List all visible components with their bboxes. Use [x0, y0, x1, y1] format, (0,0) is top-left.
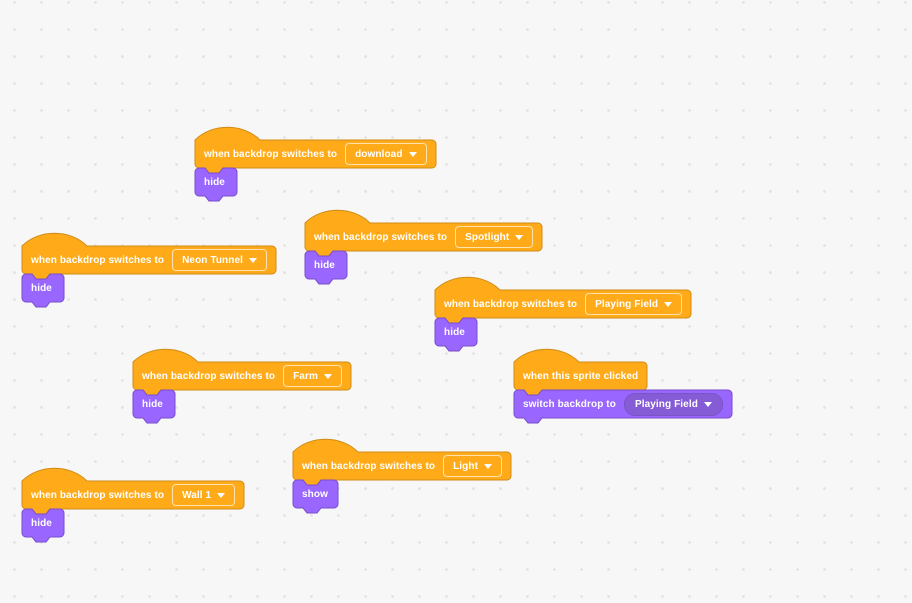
- backdrop-dropdown[interactable]: Wall 1: [172, 484, 236, 506]
- backdrop-dropdown[interactable]: Spotlight: [455, 226, 534, 248]
- when-backdrop-switches-hat-block[interactable]: when backdrop switches to Neon Tunnel: [21, 232, 277, 280]
- hat-label: when this sprite clicked: [523, 370, 639, 382]
- when-backdrop-switches-hat-block[interactable]: when backdrop switches to download: [194, 126, 437, 174]
- dropdown-value: Playing Field: [595, 298, 659, 310]
- block-label: show: [302, 488, 328, 500]
- backdrop-dropdown[interactable]: Playing Field: [623, 392, 723, 416]
- hat-label: when backdrop switches to: [302, 460, 436, 472]
- when-backdrop-switches-hat-block[interactable]: when backdrop switches to Light: [292, 438, 512, 486]
- block-label: hide: [142, 398, 163, 410]
- stack-block-shape: [132, 389, 176, 424]
- backdrop-dropdown[interactable]: download: [345, 143, 427, 165]
- hat-label: when backdrop switches to: [314, 231, 448, 243]
- hat-label: when backdrop switches to: [444, 298, 578, 310]
- block-label: hide: [204, 176, 225, 188]
- stack-block-shape: [21, 273, 65, 308]
- hide-block[interactable]: hide: [304, 250, 348, 285]
- switch-backdrop-block[interactable]: switch backdrop to Playing Field: [513, 389, 733, 424]
- script-when-backdrop-wall-1: when backdrop switches to Wall 1 hide: [21, 467, 245, 543]
- dropdown-value: Light: [453, 460, 479, 472]
- dropdown-caret-icon: [703, 401, 712, 407]
- stack-block-shape: [434, 317, 478, 352]
- stack-block-shape: [194, 167, 238, 202]
- hat-label: when backdrop switches to: [142, 370, 276, 382]
- script-when-backdrop-download: when backdrop switches to download hide: [194, 126, 437, 202]
- dropdown-value: Playing Field: [634, 398, 698, 410]
- dropdown-value: Spotlight: [465, 231, 510, 243]
- when-backdrop-switches-hat-block[interactable]: when backdrop switches to Playing Field: [434, 276, 692, 324]
- hide-block[interactable]: hide: [194, 167, 238, 202]
- when-this-sprite-clicked-hat-block[interactable]: when this sprite clicked: [513, 348, 648, 396]
- dropdown-caret-icon: [323, 373, 332, 379]
- dropdown-caret-icon: [217, 492, 226, 498]
- hat-label: when backdrop switches to: [204, 148, 338, 160]
- when-backdrop-switches-hat-block[interactable]: when backdrop switches to Farm: [132, 348, 352, 396]
- when-backdrop-switches-hat-block[interactable]: when backdrop switches to Wall 1: [21, 467, 245, 515]
- stack-block-shape: [304, 250, 348, 285]
- script-when-backdrop-neon-tunnel: when backdrop switches to Neon Tunnel hi…: [21, 232, 277, 308]
- backdrop-dropdown[interactable]: Light: [443, 455, 503, 477]
- dropdown-caret-icon: [484, 463, 493, 469]
- block-label: hide: [31, 517, 52, 529]
- show-block[interactable]: show: [292, 479, 339, 514]
- hat-label: when backdrop switches to: [31, 254, 165, 266]
- dropdown-value: download: [355, 148, 403, 160]
- hide-block[interactable]: hide: [132, 389, 176, 424]
- hide-block[interactable]: hide: [21, 273, 65, 308]
- script-when-backdrop-farm: when backdrop switches to Farm hide: [132, 348, 352, 424]
- script-when-backdrop-light: when backdrop switches to Light show: [292, 438, 512, 514]
- dropdown-caret-icon: [408, 151, 417, 157]
- stack-block-shape: [292, 479, 339, 514]
- backdrop-dropdown[interactable]: Playing Field: [585, 293, 683, 315]
- block-label: switch backdrop to: [523, 398, 616, 410]
- block-label: hide: [314, 259, 335, 271]
- script-when-backdrop-playing-field: when backdrop switches to Playing Field …: [434, 276, 692, 352]
- stack-block-shape: [21, 508, 65, 543]
- backdrop-dropdown[interactable]: Farm: [283, 365, 342, 387]
- dropdown-value: Farm: [293, 370, 318, 382]
- hat-label: when backdrop switches to: [31, 489, 165, 501]
- hide-block[interactable]: hide: [21, 508, 65, 543]
- dropdown-caret-icon: [664, 301, 673, 307]
- block-label: hide: [31, 282, 52, 294]
- backdrop-dropdown[interactable]: Neon Tunnel: [172, 249, 268, 271]
- script-when-backdrop-spotlight: when backdrop switches to Spotlight hide: [304, 209, 543, 285]
- when-backdrop-switches-hat-block[interactable]: when backdrop switches to Spotlight: [304, 209, 543, 257]
- dropdown-caret-icon: [249, 257, 258, 263]
- dropdown-value: Neon Tunnel: [182, 254, 244, 266]
- script-when-sprite-clicked: when this sprite clicked switch backdrop…: [513, 348, 733, 424]
- hide-block[interactable]: hide: [434, 317, 478, 352]
- block-label: hide: [444, 326, 465, 338]
- dropdown-caret-icon: [515, 234, 524, 240]
- dropdown-value: Wall 1: [182, 489, 212, 501]
